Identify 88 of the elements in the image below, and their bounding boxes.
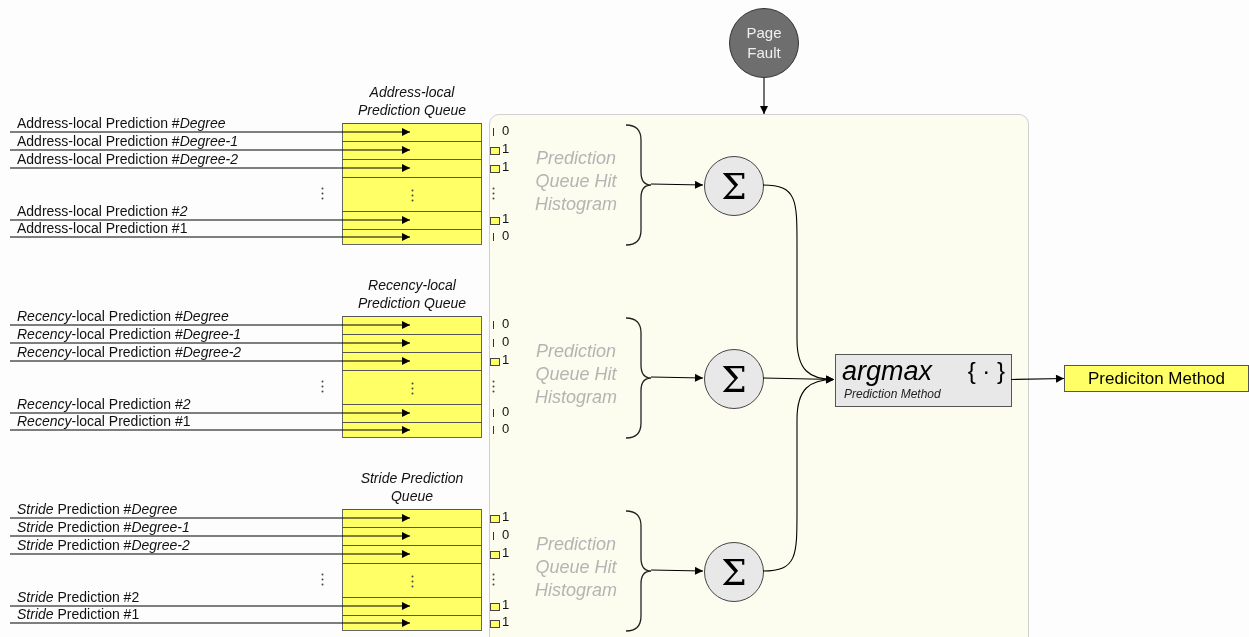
queue-slot: [342, 545, 482, 563]
input-label: Address-local Prediction #Degree: [10, 115, 300, 132]
arrow: [9, 357, 411, 365]
arrow: [9, 233, 411, 241]
input-label: Stride Prediction #Degree-2: [10, 537, 300, 554]
sum-circle: Σ: [704, 349, 764, 409]
curly-brace: [625, 317, 652, 439]
queue-slot: [342, 159, 482, 177]
arrow: [9, 339, 411, 347]
input-label: Recency-local Prediction #Degree: [10, 308, 300, 325]
event-circle: Page Fault: [729, 8, 799, 78]
queue-slot: [342, 316, 482, 334]
histogram-label: Prediction Queue Hit Histogram: [534, 340, 618, 409]
arrow: [1010, 374, 1065, 383]
hit-count: 0: [502, 528, 510, 542]
queue-slot: [342, 597, 482, 615]
hit-count: 0: [502, 335, 510, 349]
arrow: [9, 128, 411, 136]
hit-count: 0: [502, 317, 510, 331]
arrow: [9, 550, 411, 558]
hit-count: 0: [502, 405, 510, 419]
input-label: Recency-local Prediction #2: [10, 396, 300, 413]
hit-count: 0: [502, 229, 510, 243]
arrow: [9, 532, 411, 540]
input-label: Address-local Prediction #Degree-1: [10, 133, 300, 150]
sum-circle: Σ: [704, 156, 764, 216]
hit-count: 0: [502, 124, 510, 138]
function-subtitle: Prediction Method: [844, 387, 941, 401]
hit-count: 1: [502, 510, 510, 524]
queue-slot: [342, 334, 482, 352]
argmax-box: [835, 354, 1012, 407]
input-label: Stride Prediction #1: [10, 606, 300, 623]
queue-heading: Recency-local Prediction Queue: [356, 276, 468, 312]
input-label: Address-local Prediction #1: [10, 220, 300, 237]
histogram-label: Prediction Queue Hit Histogram: [534, 147, 618, 216]
arrow: [650, 180, 704, 189]
hit-count: 1: [502, 212, 510, 226]
queue-slot: [342, 527, 482, 545]
curly-brace: [625, 124, 652, 246]
output-box: Prediciton Method: [1064, 365, 1249, 392]
input-label: Recency-local Prediction #Degree-2: [10, 344, 300, 361]
queue-slot: [342, 141, 482, 159]
hit-count: 1: [502, 353, 510, 367]
queue-slot: [342, 352, 482, 370]
queue-slot: [342, 211, 482, 229]
queue-slot: [342, 422, 482, 438]
queue-heading: Address-local Prediction Queue: [356, 83, 468, 119]
hit-count: 1: [502, 546, 510, 560]
hit-count: 1: [502, 142, 510, 156]
hit-count: 0: [502, 422, 510, 436]
arrow: [760, 77, 768, 115]
queue-slot: [342, 177, 482, 211]
arrow: [9, 426, 411, 434]
queue-slot: [342, 370, 482, 404]
hit-count: 1: [502, 598, 510, 612]
input-label: Address-local Prediction #2: [10, 203, 300, 220]
queue-slot: [342, 404, 482, 422]
histogram-label: Prediction Queue Hit Histogram: [534, 533, 618, 602]
arrow: [9, 619, 411, 627]
arrow: [9, 321, 411, 329]
arrow: [650, 566, 704, 575]
input-label: Recency-local Prediction #1: [10, 413, 300, 430]
sum-circle: Σ: [704, 542, 764, 602]
hit-count: 1: [502, 615, 510, 629]
arrow: [9, 146, 411, 154]
input-label: Stride Prediction #Degree-1: [10, 519, 300, 536]
arrow: [9, 514, 411, 522]
queue-slot: [342, 563, 482, 597]
set-notation: { · }: [967, 356, 1005, 386]
histogram-panel: [489, 114, 1029, 637]
queue-slot: [342, 509, 482, 527]
arrow: [9, 602, 411, 610]
input-label: Stride Prediction #Degree: [10, 501, 300, 518]
input-label: Recency-local Prediction #Degree-1: [10, 326, 300, 343]
arrow: [650, 373, 704, 382]
input-label: Address-local Prediction #Degree-2: [10, 151, 300, 168]
queue-heading: Stride Prediction Queue: [359, 469, 465, 505]
queue-slot: [342, 123, 482, 141]
arrow: [762, 375, 835, 572]
queue-slot: [342, 229, 482, 245]
curly-brace: [625, 510, 652, 632]
arrow: [9, 216, 411, 224]
function-name: argmax: [842, 355, 933, 387]
hit-count: 1: [502, 160, 510, 174]
queue-slot: [342, 615, 482, 631]
arrow: [9, 164, 411, 172]
input-label: Stride Prediction #2: [10, 589, 300, 606]
arrow: [9, 409, 411, 417]
